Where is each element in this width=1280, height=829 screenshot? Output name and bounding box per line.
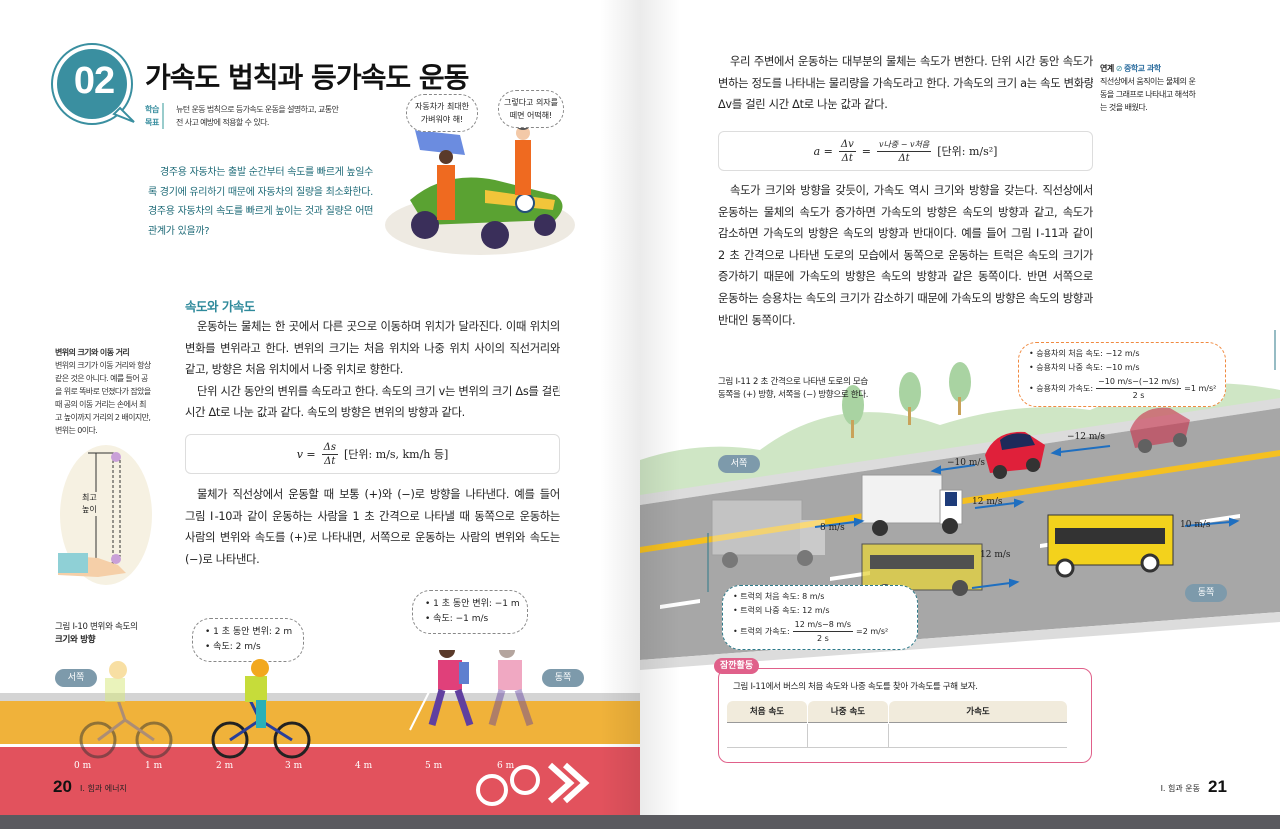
truck-acceleration-callout: • 트럭의 처음 속도: 8 m/s• 트럭의 나중 속도: 12 m/s • … (722, 585, 918, 650)
car-acceleration-callout: • 승용차의 처음 속도: −12 m/s• 승용차의 나중 속도: −10 m… (1018, 342, 1226, 407)
body-paragraph-displacement: 운동하는 물체는 한 곳에서 다른 곳으로 이동하며 위치가 달라진다. 이때 … (185, 320, 560, 420)
curb (0, 693, 640, 701)
chapter-left: Ⅰ. 힘과 에너지 (80, 784, 127, 793)
distance-mark-4: 4 m (355, 761, 373, 771)
lane-line (0, 744, 640, 747)
speech-bubble-mechanic: 그렇다고 의자를 떼면 어떡해! (498, 90, 564, 128)
ball-throw-illustration (58, 445, 152, 585)
answer-acceleration[interactable] (889, 724, 1067, 747)
page-number-left: 20 (53, 777, 72, 796)
cyclists-walkers-illustration (79, 650, 534, 759)
speed-bus-final: 10 m/s (1180, 520, 1211, 530)
bicycle-lane-symbol (476, 762, 590, 806)
west-label: 서쪽 (55, 669, 97, 687)
distance-mark-1: 1 m (145, 761, 163, 771)
answer-final-velocity[interactable] (808, 724, 889, 747)
west-label-road: 서쪽 (718, 455, 760, 473)
intro-question: 경주용 자동차는 출발 순간부터 속도를 빠르게 높일수 록 경기에 유리하기 … (148, 167, 373, 237)
distance-mark-3: 3 m (285, 761, 303, 771)
table-header-initial-velocity: 처음 속도 (727, 701, 807, 723)
table-header-acceleration: 가속도 (889, 701, 1067, 723)
activity-box: 그림 Ⅰ-11에서 버스의 처음 속도와 나중 속도를 찾아 가속도를 구해 보… (718, 668, 1092, 763)
east-label: 동쪽 (542, 669, 584, 687)
bubble-walker: • 1 초 동안 변위: −1 m• 속도: −1 m/s (412, 590, 528, 634)
speech-bubble-driver: 자동차가 최대한 가벼워야 해! (406, 94, 478, 132)
distance-mark-2: 2 m (216, 761, 234, 771)
speed-car-final: −10 m/s (947, 458, 986, 468)
race-car-illustration (385, 112, 575, 255)
section-number-badge (51, 43, 135, 125)
east-label-road: 동쪽 (1185, 584, 1227, 602)
body-paragraph-acceleration: 우리 주변에서 운동하는 대부분의 물체는 속도가 변한다. 단위 시간 동안 … (718, 55, 1093, 112)
speed-car-initial: −12 m/s (1067, 432, 1106, 442)
activity-tag: 잠깐활동 (714, 658, 760, 674)
distance-mark-5: 5 m (425, 761, 443, 771)
bottom-edge (0, 815, 1280, 829)
bike-lane (0, 747, 640, 815)
speed-bus-initial: 12 m/s (980, 550, 1011, 560)
page-number-right: 21 (1208, 777, 1227, 796)
paperclip-icon: ⊘ (1115, 64, 1123, 73)
bubble-bicycle: • 1 초 동안 변위: 2 m• 속도: 2 m/s (192, 618, 304, 662)
body-paragraph-direction-of-acceleration: 속도가 크기와 방향을 갖듯이, 가속도 역시 크기와 방향을 갖는다. 직선상… (718, 184, 1093, 327)
chapter-right: Ⅰ. 힘과 운동 (1160, 784, 1200, 793)
activity-table: 처음 속도 나중 속도 가속도 (727, 701, 1067, 723)
speed-truck-final: 12 m/s (972, 497, 1003, 507)
distance-mark-0: 0 m (74, 761, 92, 771)
gutter-shadow-left (600, 0, 640, 815)
right-page: 우리 주변에서 운동하는 대부분의 물체는 속도가 변한다. 단위 시간 동안 … (640, 0, 1280, 829)
table-header-final-velocity: 나중 속도 (808, 701, 888, 723)
activity-prompt: 그림 Ⅰ-11에서 버스의 처음 속도와 나중 속도를 찾아 가속도를 구해 보… (733, 682, 978, 692)
answer-initial-velocity[interactable] (727, 724, 808, 747)
speed-truck-initial: 8 m/s (820, 523, 845, 533)
activity-answer-row (727, 724, 1067, 748)
sidewalk (0, 701, 640, 744)
section-number: 02 (73, 60, 115, 102)
gutter-shadow-right (640, 0, 680, 815)
body-paragraph-direction: 물체가 직선상에서 운동할 때 보통 (+)와 (−)로 방향을 나타낸다. 예… (185, 488, 560, 566)
section-heading: 속도와 가속도 (185, 299, 255, 314)
distance-mark-6: 6 m (497, 761, 515, 771)
page-title: 가속도 법칙과 등가속도 운동 (145, 61, 469, 94)
